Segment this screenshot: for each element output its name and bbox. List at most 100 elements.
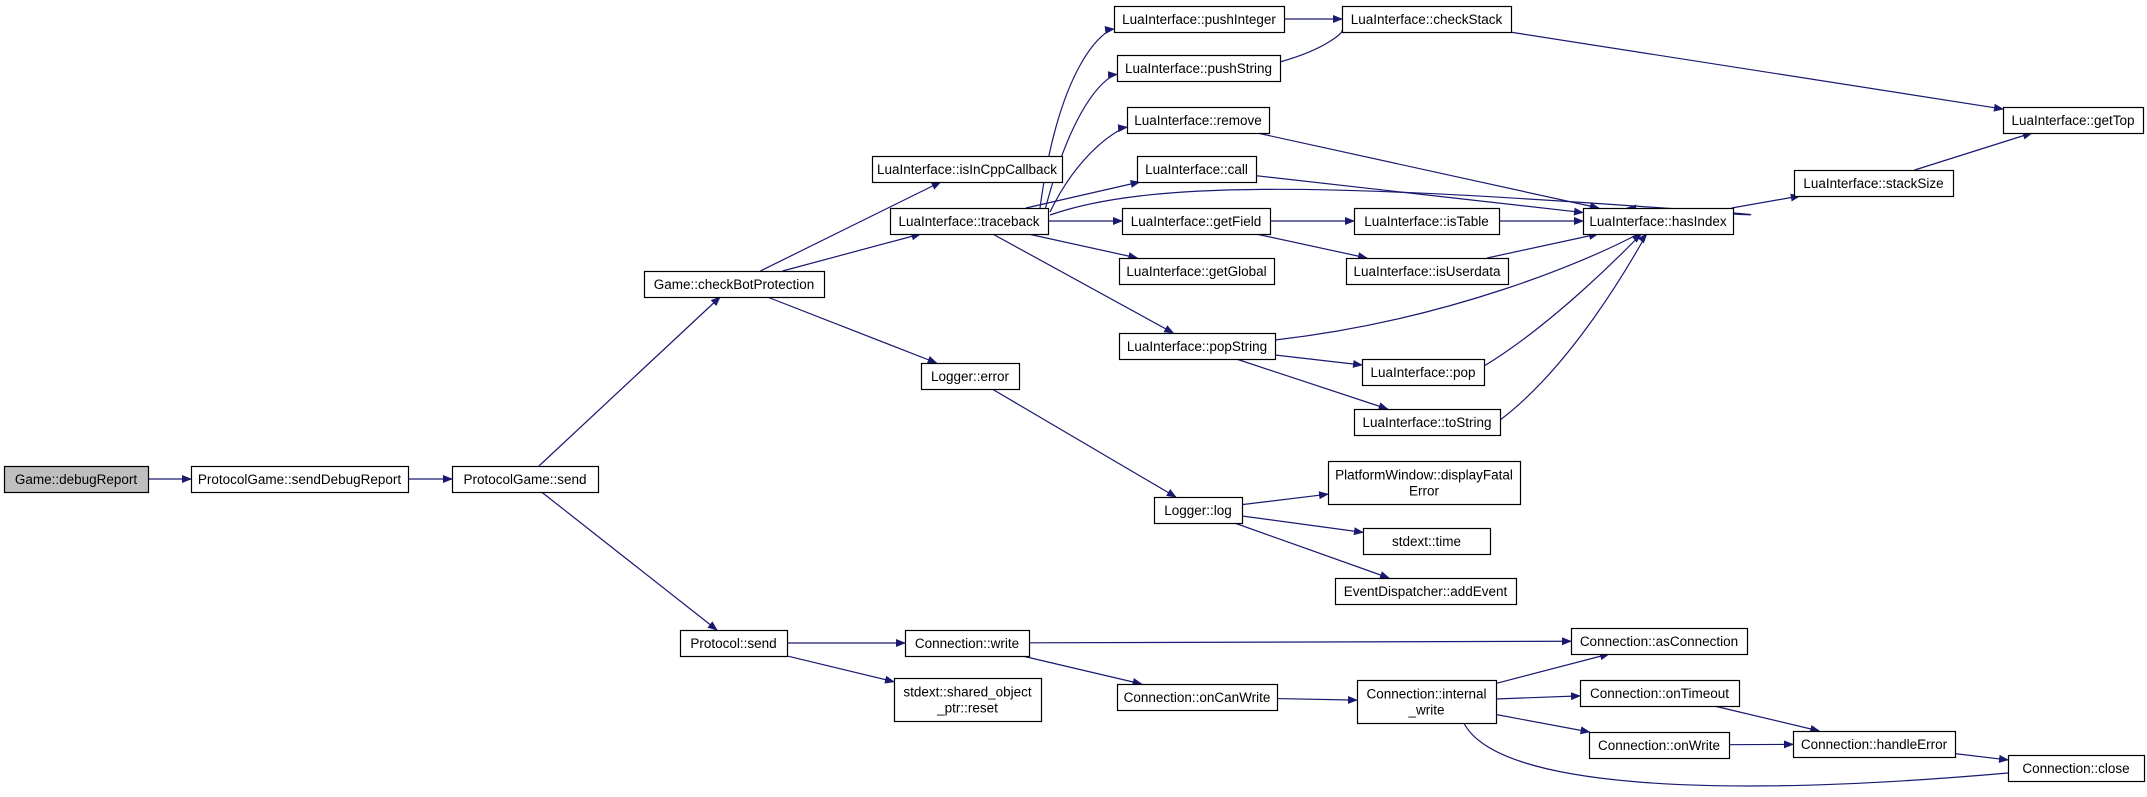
node-traceback[interactable]: LuaInterface::traceback — [889, 207, 1050, 236]
edge-call-to-hasIndex — [1255, 175, 1584, 216]
node-box — [1793, 169, 1955, 198]
edge-pgSend-to-checkBot — [538, 296, 721, 467]
node-label: PlatformWindow::displayFatal — [1335, 468, 1513, 483]
node-on-can-write[interactable]: Connection::onCanWrite — [1116, 683, 1279, 712]
node-pop-string[interactable]: LuaInterface::popString — [1118, 332, 1277, 361]
edge-loggerLog-to-displayFatal — [1241, 491, 1329, 506]
edge-popString-to-toString — [1236, 358, 1389, 410]
node-label: Protocol::send — [690, 636, 776, 651]
node-as-connection[interactable]: Connection::asConnection — [1570, 627, 1749, 656]
node-get-field[interactable]: LuaInterface::getField — [1121, 207, 1272, 236]
node-on-write[interactable]: Connection::onWrite — [1588, 731, 1731, 760]
edge-toString-to-hasIndex — [1499, 233, 1648, 421]
edge-getField-to-isUserdata — [1255, 233, 1368, 261]
edge-traceback-to-popString — [992, 233, 1175, 334]
node-box — [1570, 627, 1749, 656]
node-box — [1116, 683, 1279, 712]
node-box — [1582, 207, 1735, 236]
node-logger-error[interactable]: Logger::error — [920, 362, 1021, 391]
node-close[interactable]: Connection::close — [2007, 754, 2146, 783]
node-get-top[interactable]: LuaInterface::getTop — [2002, 106, 2145, 135]
node-box — [871, 155, 1064, 184]
node-label: LuaInterface::remove — [1134, 113, 1262, 128]
node-to-string[interactable]: LuaInterface::toString — [1353, 408, 1502, 437]
node-internal-write[interactable]: Connection::internal_write — [1356, 679, 1498, 725]
node-on-timeout[interactable]: Connection::onTimeout — [1579, 679, 1741, 708]
edge-traceback-to-call — [1025, 180, 1141, 209]
node-label: LuaInterface::stackSize — [1803, 176, 1943, 191]
edges-layer — [148, 15, 2033, 787]
node-is-table[interactable]: LuaInterface::isTable — [1353, 207, 1501, 236]
node-logger-log[interactable]: Logger::log — [1153, 496, 1244, 525]
node-box — [1353, 408, 1502, 437]
node-label: LuaInterface::call — [1145, 162, 1248, 177]
node-get-global[interactable]: LuaInterface::getGlobal — [1118, 257, 1276, 286]
node-label: LuaInterface::hasIndex — [1589, 214, 1727, 229]
edge-checkStack-to-getTop — [1509, 31, 2004, 112]
node-label: Logger::error — [931, 369, 1010, 384]
node-pop[interactable]: LuaInterface::pop — [1361, 358, 1486, 387]
node-box — [893, 677, 1043, 723]
node-box — [3, 465, 150, 494]
node-pg-send[interactable]: ProtocolGame::send — [451, 465, 600, 494]
node-push-string[interactable]: LuaInterface::pushString — [1116, 54, 1282, 83]
node-add-event[interactable]: EventDispatcher::addEvent — [1334, 577, 1518, 606]
node-conn-write[interactable]: Connection::write — [904, 629, 1031, 658]
node-label: EventDispatcher::addEvent — [1344, 584, 1508, 599]
node-box — [1121, 207, 1272, 236]
node-label: Error — [1409, 484, 1440, 499]
node-label: LuaInterface::isInCppCallback — [877, 162, 1057, 177]
node-is-in-cpp[interactable]: LuaInterface::isInCppCallback — [871, 155, 1064, 184]
edge-loggerError-to-loggerLog — [991, 388, 1177, 498]
node-has-index[interactable]: LuaInterface::hasIndex — [1582, 207, 1735, 236]
node-send-debug-report[interactable]: ProtocolGame::sendDebugReport — [190, 465, 410, 494]
node-check-stack[interactable]: LuaInterface::checkStack — [1341, 5, 1513, 34]
node-check-bot[interactable]: Game::checkBotProtection — [643, 270, 826, 299]
node-box — [1588, 731, 1731, 760]
edge-onCanWrite-to-internalWrite — [1276, 695, 1358, 704]
edge-stackSize-to-getTop — [1914, 131, 2033, 171]
edge-pushString-to-checkStack — [1279, 25, 1352, 63]
node-box — [920, 362, 1021, 391]
node-call[interactable]: LuaInterface::call — [1136, 155, 1258, 184]
node-box — [1362, 527, 1492, 556]
node-push-integer[interactable]: LuaInterface::pushInteger — [1113, 5, 1286, 34]
node-box — [1153, 496, 1244, 525]
node-stack-size[interactable]: LuaInterface::stackSize — [1793, 169, 1955, 198]
node-box — [1334, 577, 1518, 606]
node-shared-reset[interactable]: stdext::shared_object_ptr::reset — [893, 677, 1043, 723]
node-box — [190, 465, 410, 494]
node-label: LuaInterface::isTable — [1364, 214, 1489, 229]
node-label: LuaInterface::pop — [1370, 365, 1475, 380]
edge-pgSend-to-protoSend — [541, 491, 718, 631]
node-box — [1353, 207, 1501, 236]
edge-checkBot-to-isInCpp — [760, 181, 942, 272]
node-label: LuaInterface::isUserdata — [1353, 264, 1501, 279]
node-debug-report[interactable]: Game::debugReport — [3, 465, 150, 494]
node-proto-send[interactable]: Protocol::send — [679, 629, 789, 658]
edge-remove-to-hasIndex — [1257, 132, 1600, 210]
node-box — [889, 207, 1050, 236]
node-box — [1126, 106, 1271, 135]
node-label: Connection::onWrite — [1598, 738, 1720, 753]
node-label: Game::debugReport — [15, 472, 138, 487]
node-box — [904, 629, 1031, 658]
node-is-userdata[interactable]: LuaInterface::isUserdata — [1345, 257, 1510, 286]
node-label: _write — [1407, 703, 1444, 718]
node-box — [679, 629, 789, 658]
node-box — [1792, 730, 1957, 759]
node-label: Connection::onCanWrite — [1124, 690, 1271, 705]
node-label: Game::checkBotProtection — [654, 277, 815, 292]
edge-internalWrite-to-onWrite — [1495, 713, 1591, 735]
node-box — [1118, 257, 1276, 286]
node-stdext-time[interactable]: stdext::time — [1362, 527, 1492, 556]
edge-loggerLog-to-addEvent — [1234, 522, 1390, 579]
edge-internalWrite-to-onTimeout — [1495, 692, 1581, 701]
node-remove[interactable]: LuaInterface::remove — [1126, 106, 1271, 135]
edge-connWrite-to-asConnection — [1028, 637, 1572, 646]
node-handle-error[interactable]: Connection::handleError — [1792, 730, 1957, 759]
edge-protoSend-to-sharedReset — [786, 655, 895, 684]
edge-checkBot-to-traceback — [782, 232, 922, 272]
node-label: LuaInterface::toString — [1362, 415, 1491, 430]
